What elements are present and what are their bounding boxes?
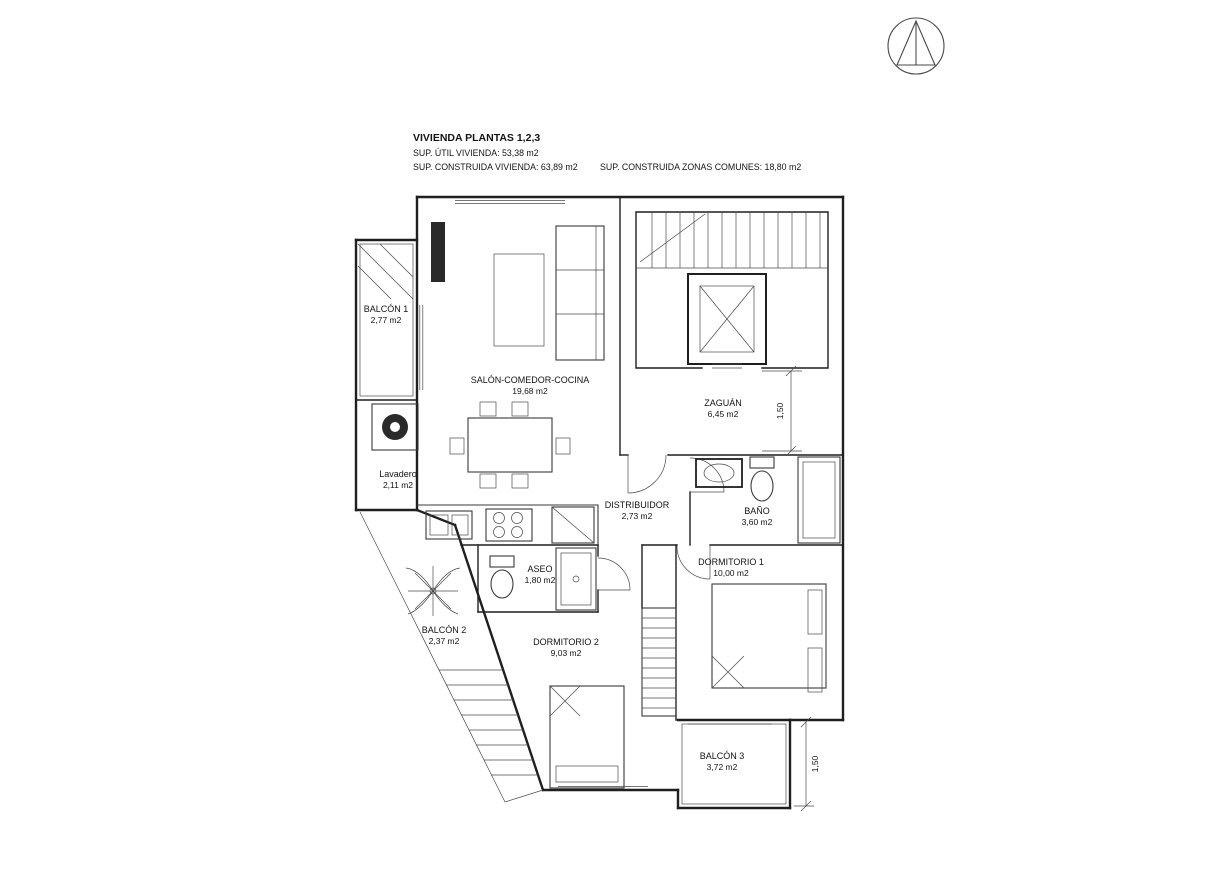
- pillow: [555, 765, 619, 783]
- chair: [555, 437, 571, 455]
- plant-icon: [405, 566, 461, 616]
- stairs: [639, 212, 821, 268]
- room-label-dormitorio2: DORMITORIO 2: [533, 637, 599, 647]
- room-label-aseo: ASEO: [527, 564, 552, 574]
- chair: [479, 473, 497, 489]
- north-arrow-icon: [887, 17, 945, 75]
- kitchen-counter: [417, 504, 599, 545]
- area-label-salon: 19,68 m2: [512, 386, 548, 396]
- door-arcs: [597, 454, 725, 591]
- interior-walls: [460, 196, 844, 721]
- area-label-balcon3: 3,72 m2: [707, 762, 738, 772]
- plan-sub-construida: SUP. CONSTRUIDA VIVIENDA: 63,89 m2: [413, 162, 578, 172]
- plan-sub-util: SUP. ÚTIL VIVIENDA: 53,38 m2: [413, 148, 539, 158]
- balcony3-detail: [681, 723, 787, 805]
- pillow: [807, 589, 823, 635]
- room-label-salon: SALÓN-COMEDOR-COCINA: [471, 375, 590, 385]
- title-block: VIVIENDA PLANTAS 1,2,3 SUP. ÚTIL VIVIEND…: [413, 132, 801, 172]
- bed-dormitorio2: [549, 685, 625, 789]
- hob-icon: [485, 508, 533, 542]
- dimension-bottom: 1,50: [794, 716, 820, 812]
- washer-icon: [371, 403, 419, 451]
- bed-dormitorio1: [711, 583, 827, 693]
- aseo-shower: [555, 547, 597, 611]
- room-label-balcon3: BALCÓN 3: [700, 751, 745, 761]
- plan-sub-comunes: SUP. CONSTRUIDA ZONAS COMUNES: 18,80 m2: [600, 162, 801, 172]
- wardrobe-dormitorio1: [641, 607, 677, 717]
- chair: [449, 437, 465, 455]
- area-label-balcon2: 2,37 m2: [429, 636, 460, 646]
- area-label-distribuidor: 2,73 m2: [622, 511, 653, 521]
- entrance-door: [627, 454, 667, 494]
- room-label-bano: BAÑO: [744, 506, 770, 516]
- area-label-aseo: 1,80 m2: [525, 575, 556, 585]
- balcony2-hatch: [439, 669, 538, 776]
- room-label-distribuidor: DISTRIBUIDOR: [605, 500, 670, 510]
- room-label-balcon1: BALCÓN 1: [364, 304, 409, 314]
- bathroom-toilet-icon: [749, 456, 775, 502]
- room-label-balcon2: BALCÓN 2: [422, 625, 467, 635]
- room-label-dormitorio1: DORMITORIO 1: [698, 557, 764, 567]
- bathroom-sink-icon: [695, 458, 743, 488]
- dim-right-label: 1,50: [775, 402, 785, 419]
- area-label-balcon1: 2,77 m2: [371, 315, 402, 325]
- fridge-icon: [551, 506, 595, 544]
- dim-bottom-label: 1,50: [810, 755, 820, 772]
- pillow: [807, 647, 823, 693]
- bathtub: [797, 456, 841, 544]
- exterior-walls: [354, 195, 845, 810]
- room-label-zaguan: ZAGUÁN: [704, 398, 742, 408]
- elevator-icon: [687, 273, 767, 369]
- plan-title: VIVIENDA PLANTAS 1,2,3: [413, 132, 540, 144]
- tv-unit: [431, 222, 445, 282]
- chair: [479, 401, 497, 417]
- balcony2-railing: [359, 511, 544, 803]
- area-label-bano: 3,60 m2: [742, 517, 773, 527]
- rug: [493, 253, 545, 347]
- aseo-door: [597, 557, 631, 591]
- balcony1-door-window: [419, 305, 424, 390]
- room-labels: BALCÓN 1 2,77 m2 SALÓN-COMEDOR-COCINA 19…: [364, 304, 773, 772]
- aseo-toilet-icon: [489, 555, 515, 599]
- stair-core: [635, 211, 829, 369]
- chair: [511, 473, 529, 489]
- area-label-dormitorio2: 9,03 m2: [551, 648, 582, 658]
- sofa: [555, 225, 605, 361]
- living-room-window: [455, 200, 565, 204]
- balcony1-detail: [357, 243, 414, 397]
- sink-icon: [425, 510, 473, 540]
- area-label-dormitorio1: 10,00 m2: [713, 568, 749, 578]
- area-label-zaguan: 6,45 m2: [708, 409, 739, 419]
- bedroom1-door: [676, 544, 711, 580]
- room-label-lavadero: Lavadero: [379, 469, 417, 479]
- dimension-right: 1,50: [762, 365, 802, 457]
- dining-table: [449, 401, 571, 489]
- area-label-lavadero: 2,11 m2: [383, 480, 413, 490]
- chair: [511, 401, 529, 417]
